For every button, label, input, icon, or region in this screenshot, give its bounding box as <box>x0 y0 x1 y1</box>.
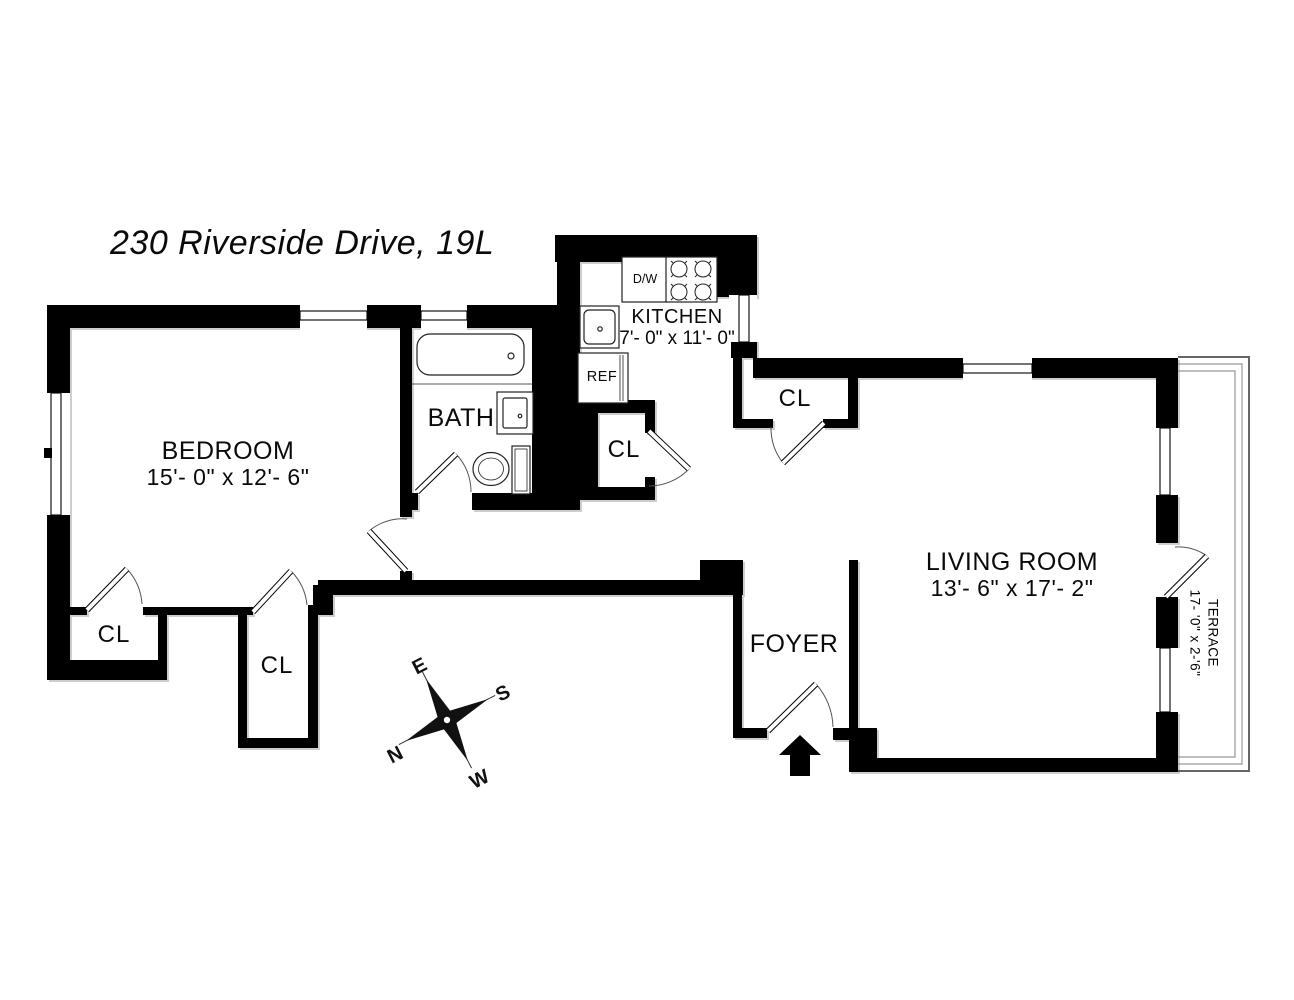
kitchen-sink <box>579 305 620 349</box>
closet-label-kitchen-hall: CL <box>607 436 641 463</box>
compass-west-label: W <box>466 766 493 794</box>
plan-title: 230 Riverside Drive, 19L <box>110 224 495 262</box>
bedroom-label: BEDROOM 15'- 0" x 12'- 6" <box>147 437 310 491</box>
refrigerator-label: REF <box>586 369 618 385</box>
bedroom-dims: 15'- 0" x 12'- 6" <box>146 464 310 490</box>
kitchen-name: KITCHEN <box>631 306 723 328</box>
terrace-railing <box>1178 356 1250 772</box>
terrace-name: TERRACE <box>1205 598 1221 667</box>
door-leaves <box>84 420 1210 734</box>
windows <box>44 294 1180 713</box>
dishwasher-label: D/W <box>632 272 658 286</box>
refrigerator <box>577 352 629 404</box>
compass-north-label: N <box>384 742 407 768</box>
living-room-name: LIVING ROOM <box>925 548 1099 576</box>
closet-label-living-room: CL <box>778 385 812 412</box>
toilet <box>472 445 531 495</box>
compass-rose-icon: E S N W <box>384 654 514 794</box>
compass-south-label: S <box>492 681 514 707</box>
compass-east-label: E <box>409 654 431 680</box>
terrace-dims: 17- '0" x 2-'6" <box>1188 589 1203 677</box>
living-room-label: LIVING ROOM 13'- 6" x 17'- 2" <box>926 548 1098 602</box>
dishwasher <box>621 256 668 303</box>
bath-sink <box>496 391 534 435</box>
closet-label-bedroom-right: CL <box>260 652 294 679</box>
entry-arrow-icon <box>779 735 821 776</box>
kitchen-dims: 7'- 0" x 11'- 0" <box>619 328 735 350</box>
bath-label: BATH <box>427 404 495 432</box>
stove <box>665 256 718 303</box>
bedroom-name: BEDROOM <box>161 437 295 465</box>
foyer-label: FOYER <box>749 630 839 658</box>
closet-label-bedroom-left: CL <box>97 621 131 648</box>
kitchen-label: KITCHEN 7'- 0" x 11'- 0" <box>619 306 734 350</box>
terrace-label: TERRACE 17- '0" x 2-'6" <box>1186 590 1221 677</box>
bathtub <box>412 333 532 385</box>
living-room-dims: 13'- 6" x 17'- 2" <box>930 575 1094 601</box>
doors <box>84 420 1210 734</box>
